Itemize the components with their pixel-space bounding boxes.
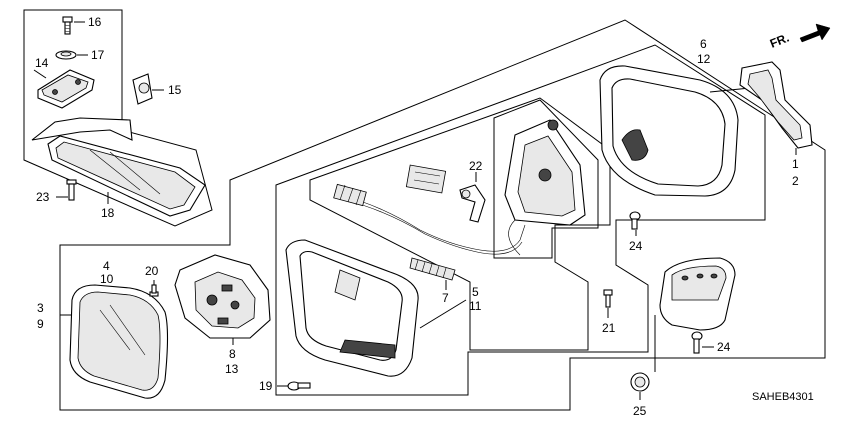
callout-14: 14 [35, 56, 49, 70]
callout-22: 22 [469, 159, 483, 173]
screw-part-24-upper [629, 211, 641, 230]
callout-2: 2 [792, 174, 799, 188]
callout-17: 17 [91, 48, 105, 62]
sensor-part-22 [459, 184, 486, 223]
callout-13: 13 [225, 362, 239, 376]
callout-19: 19 [259, 379, 273, 393]
screw-part-16 [62, 16, 73, 35]
callout-16: 16 [88, 15, 102, 29]
callout-6: 6 [700, 37, 707, 51]
screw-part-21 [603, 289, 613, 308]
callout-20: 20 [145, 264, 159, 278]
wire-harness [333, 183, 526, 255]
motor-subgroup-outline [493, 99, 599, 259]
mirror-housing-outline [275, 44, 766, 396]
callout-5: 5 [472, 285, 479, 299]
cover-trim-part-1-2 [739, 61, 813, 149]
spring-part-7 [409, 257, 456, 281]
callout-15: 15 [168, 83, 182, 97]
screw-part-24-lower [691, 331, 703, 354]
rearview-mirror-group-outline [23, 9, 213, 227]
direction-label: FR. [768, 31, 791, 51]
turn-signal-lamp [659, 257, 736, 331]
catalog-code: SAHEB4301 [752, 391, 814, 403]
rearview-mirror-part-18 [31, 117, 206, 217]
callout-18: 18 [101, 206, 115, 220]
forward-arrow-icon [799, 23, 831, 43]
callout-21: 21 [602, 321, 616, 335]
callout-1: 1 [792, 157, 799, 171]
callout-4: 4 [103, 259, 110, 273]
callout-24-lower: 24 [717, 340, 731, 354]
clip-part-15 [132, 73, 153, 105]
outer-group-outline [59, 19, 826, 411]
callout-12: 12 [697, 52, 711, 66]
housing-frame-part-5-11 [285, 239, 419, 377]
callout-8: 8 [229, 347, 236, 361]
callout-23: 23 [36, 190, 50, 204]
callout-24-upper: 24 [629, 239, 643, 253]
connector [405, 164, 447, 194]
housing-cover-part-6-12 [599, 65, 739, 197]
mount-base-part-14 [37, 69, 95, 109]
actuator-part-8-13 [174, 254, 271, 339]
washer-part-17 [55, 50, 77, 60]
callout-11: 11 [469, 299, 482, 313]
grommet-part-25 [630, 372, 650, 392]
callout-25: 25 [633, 404, 647, 418]
forward-direction-indicator: FR. [768, 23, 831, 51]
screw-part-19 [287, 381, 311, 391]
callout-9: 9 [37, 317, 44, 331]
mirror-glass-part-3-9 [69, 284, 169, 399]
callout-7: 7 [442, 291, 449, 305]
callout-10: 10 [100, 272, 114, 286]
screw-part-20 [149, 284, 159, 297]
motor-unit [504, 119, 586, 256]
callout-3: 3 [37, 301, 44, 315]
screw-part-23 [66, 179, 77, 201]
